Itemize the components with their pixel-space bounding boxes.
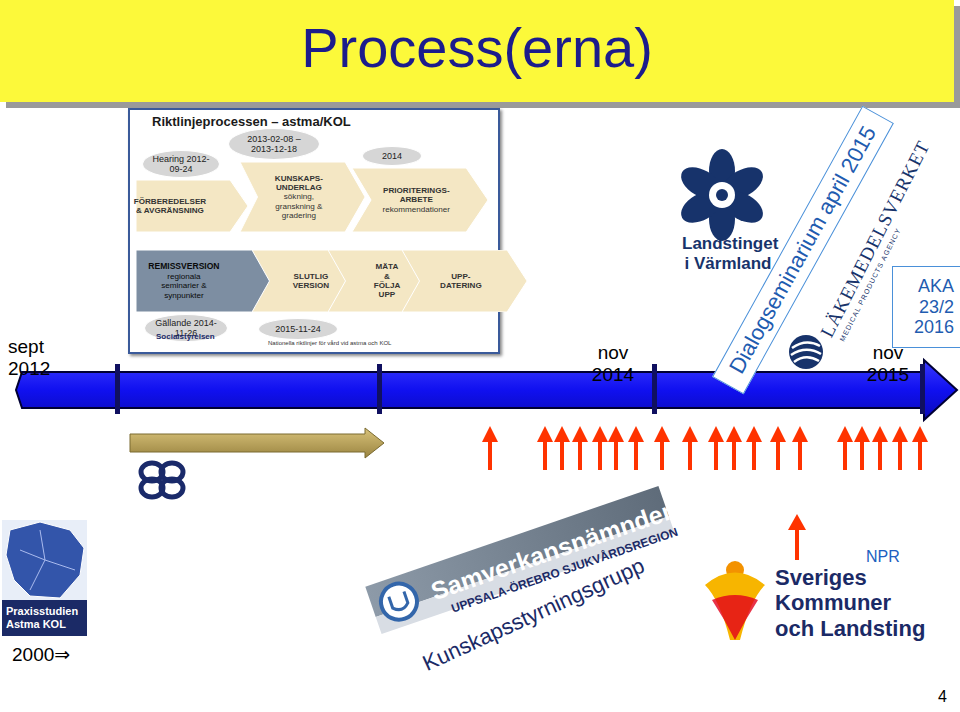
red-arrow [572, 426, 588, 470]
text-label: Nationella riktlinjer för vård vid astma… [268, 340, 391, 347]
red-arrow [792, 426, 808, 470]
node-label: 2014 [382, 151, 402, 161]
red-arrow [537, 426, 553, 470]
process-chevron: UPP-DATERING [402, 250, 527, 312]
node-label: Riktlinjeprocessen – astma/KOL [152, 114, 351, 129]
node-text: PRIORITERINGS-ARBETErekommendationer [383, 186, 450, 214]
red-arrow [708, 426, 724, 470]
node-label: PRIORITERINGS-ARBETE [383, 186, 450, 205]
tick [652, 364, 657, 414]
node-text: Praxisstudien Astma KOL [6, 605, 83, 630]
text-label: nov 2014 [583, 342, 643, 386]
praxis-map [2, 520, 87, 600]
node-label: KUNSKAPS-UNDERLAG [275, 174, 323, 193]
text-label: 4 [938, 688, 947, 706]
tick [115, 364, 120, 414]
lakemedelsverket-logo [789, 335, 823, 369]
node-label: SLUTLIG VERSION [293, 272, 329, 291]
text-label: sept 2012 [8, 336, 68, 380]
node-label: sökning, granskning & gradering [275, 192, 323, 220]
red-arrow [854, 426, 870, 470]
node-label: MÄTA & FÖLJA UPP [374, 262, 400, 299]
date-oval: 2014 [362, 146, 422, 166]
red-arrow [726, 426, 742, 470]
node-label: FÖRBEREDELSER & AVGRÄNSNING [134, 197, 206, 216]
timeline-arrow [16, 360, 957, 420]
node-text: UPP-DATERING [440, 272, 482, 291]
node-label: 2013-02-08 – 2013-12-18 [237, 134, 311, 155]
node-label: UPP-DATERING [440, 272, 482, 291]
olive-arrow [130, 428, 384, 458]
skl-figure [705, 561, 765, 640]
process-panel: Riktlinjeprocessen – astma/KOL Hearing 20… [128, 108, 500, 354]
node-label: rekommendationer [383, 205, 450, 214]
red-arrow [892, 426, 908, 470]
landstinget-star [676, 149, 769, 241]
node-label: REMISSVERSION [148, 262, 219, 272]
node-text: 2013-02-08 – 2013-12-18 [237, 134, 311, 155]
node-text: AKA 23/2 2016 [899, 276, 954, 338]
red-arrow [482, 426, 498, 470]
date-oval: 2013-02-08 – 2013-12-18 [228, 128, 320, 160]
node-text: REMISSVERSIONregionala seminarier & synp… [148, 262, 219, 300]
process-chevron: KUNSKAPS-UNDERLAGsökning, granskning & g… [240, 162, 365, 232]
process-chevron: PRIORITERINGS-ARBETErekommendationer [352, 168, 488, 232]
red-arrow [592, 426, 608, 470]
process-chevron: REMISSVERSIONregionala seminarier & synp… [136, 250, 276, 312]
process-chevron: FÖRBEREDELSER & AVGRÄNSNING [136, 180, 248, 232]
red-arrow [770, 426, 786, 470]
red-arrow [788, 514, 806, 560]
date-oval: 2015-11-24 [258, 318, 338, 340]
node-text: FÖRBEREDELSER & AVGRÄNSNING [134, 197, 206, 216]
label-box: Praxisstudien Astma KOL [2, 600, 87, 636]
red-arrow [654, 426, 670, 470]
red-arrow [554, 426, 570, 470]
node-label: 2015-11-24 [275, 324, 320, 334]
node-text: Hearing 2012-09-24 [151, 154, 211, 175]
red-arrow [608, 426, 624, 470]
socialstyrelsen-symbol [141, 463, 183, 497]
tick [377, 364, 382, 414]
node-label: AKA 23/2 2016 [899, 276, 954, 338]
title-bar [0, 0, 954, 102]
node-text: SLUTLIG VERSION [293, 272, 329, 291]
label-box: AKA 23/2 2016 [892, 266, 960, 348]
red-arrow [912, 426, 928, 470]
node-text: 2014 [382, 151, 402, 161]
red-arrow [682, 426, 698, 470]
chevron-shape [136, 250, 276, 312]
red-arrow [837, 426, 853, 470]
slide-title: Process(erna) [0, 8, 954, 88]
text-label: Landstinget i Värmland [682, 234, 774, 273]
date-oval: Hearing 2012-09-24 [142, 150, 220, 178]
text-label: nov 2015 [858, 342, 918, 386]
text-label: Sveriges Kommuner och Landsting [775, 565, 935, 641]
red-arrow-row [482, 426, 928, 470]
red-arrow [872, 426, 888, 470]
text-label: NPR [866, 548, 900, 566]
tick [920, 364, 925, 414]
node-text: KUNSKAPS-UNDERLAGsökning, granskning & g… [275, 174, 323, 220]
text-label: Socialstyrelsen [156, 332, 215, 341]
node-label: Praxisstudien Astma KOL [6, 605, 83, 630]
red-arrow [746, 426, 762, 470]
text-label: 2000⇒ [12, 644, 70, 666]
node-text: 2015-11-24 [275, 324, 320, 334]
node-text: MÄTA & FÖLJA UPP [374, 262, 400, 299]
red-arrow [628, 426, 644, 470]
node-label: regionala seminarier & synpunkter [148, 272, 219, 300]
node-label: Hearing 2012-09-24 [151, 154, 211, 175]
